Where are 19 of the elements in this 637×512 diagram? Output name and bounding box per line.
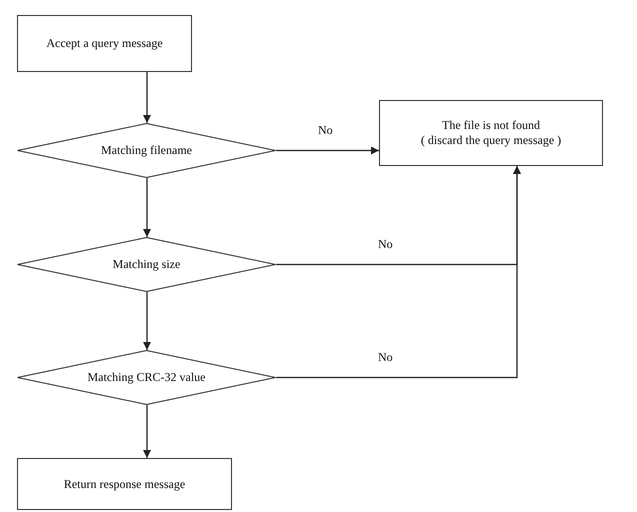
- arrow: [143, 178, 151, 237]
- node-text: Return response message: [64, 476, 186, 492]
- decision-diamond: [17, 237, 276, 292]
- node-text: The file is not found: [442, 118, 540, 133]
- decision-diamond: [17, 350, 276, 405]
- node-text: Matching size: [112, 257, 180, 272]
- arrow: [276, 146, 379, 154]
- node-text: Accept a query message: [46, 36, 163, 51]
- process-box: [17, 15, 192, 72]
- arrow: [143, 405, 151, 458]
- node-text: Matching filename: [101, 143, 192, 158]
- process-box: [17, 458, 232, 510]
- arrow: [276, 166, 521, 378]
- arrow: [143, 292, 151, 350]
- decision-diamond: [17, 123, 276, 178]
- arrow: [143, 72, 151, 123]
- node-text: ( discard the query message ): [420, 133, 562, 148]
- process-box: [379, 100, 603, 166]
- node-text: Matching CRC-32 value: [88, 370, 206, 385]
